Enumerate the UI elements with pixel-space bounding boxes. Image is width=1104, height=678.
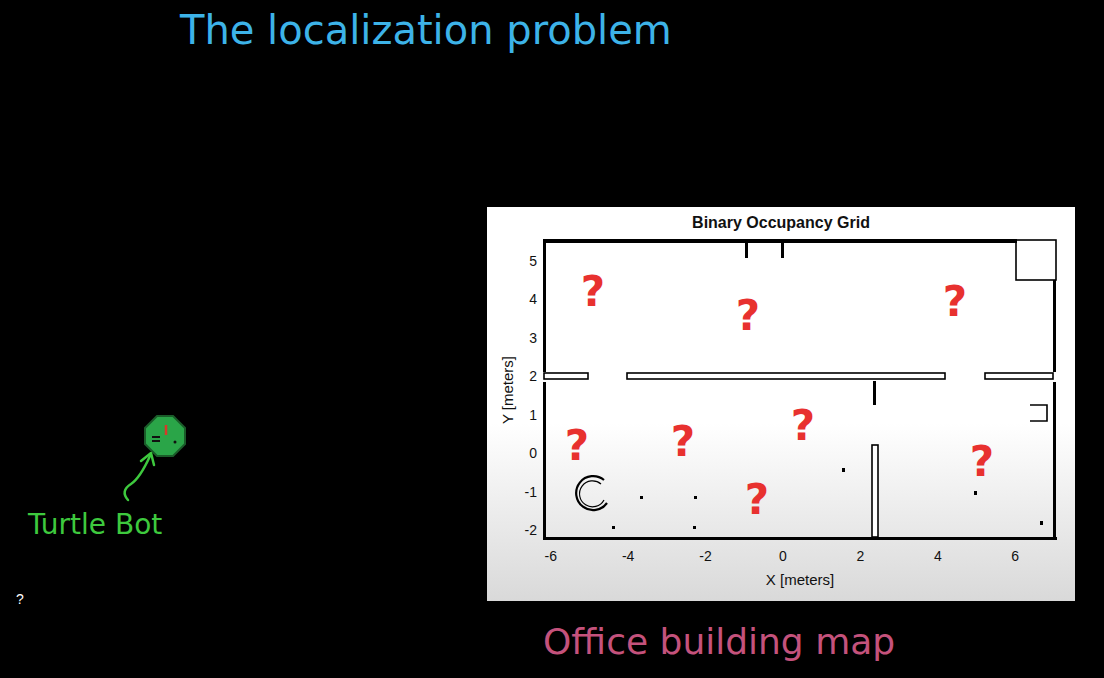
tick-label: 5 (529, 254, 537, 269)
question-mark: ? (791, 403, 815, 449)
tick-label: 4 (529, 292, 537, 307)
map-walls (543, 239, 1057, 540)
turtlebot-icon (145, 416, 185, 456)
map-walls-double (544, 240, 1056, 537)
question-mark: ? (736, 293, 760, 339)
panel-title: Binary Occupancy Grid (487, 214, 1075, 232)
map-panel: Binary Occupancy Grid (487, 207, 1075, 601)
question-mark: ? (943, 279, 967, 325)
tick-label: 2 (856, 549, 864, 564)
tick-label: -4 (622, 549, 634, 564)
question-mark: ? (565, 423, 589, 469)
tick-label: 6 (1011, 549, 1019, 564)
question-mark: ? (671, 419, 695, 465)
tick-label: 4 (934, 549, 942, 564)
tick-label: 0 (529, 446, 537, 461)
question-mark: ? (970, 439, 994, 485)
map-caption: Office building map (543, 622, 895, 662)
tick-label: 3 (529, 331, 537, 346)
robot-label: Turtle Bot (28, 510, 162, 541)
question-mark: ? (745, 477, 769, 523)
pointer-arrow (125, 453, 154, 500)
tick-label: -6 (545, 549, 557, 564)
tick-label: -1 (525, 485, 537, 500)
axis-title: X [meters] (766, 572, 834, 589)
tick-label: 2 (529, 369, 537, 384)
axis-title: Y [meters] (500, 356, 517, 424)
question-mark: ? (581, 269, 605, 315)
tick-label: 0 (779, 549, 787, 564)
page-title: The localization problem (180, 8, 672, 52)
note: ? (16, 592, 24, 607)
map-panel (487, 207, 1075, 601)
tick-label: -2 (699, 549, 711, 564)
tick-label: -2 (525, 523, 537, 538)
tick-label: 1 (529, 408, 537, 423)
